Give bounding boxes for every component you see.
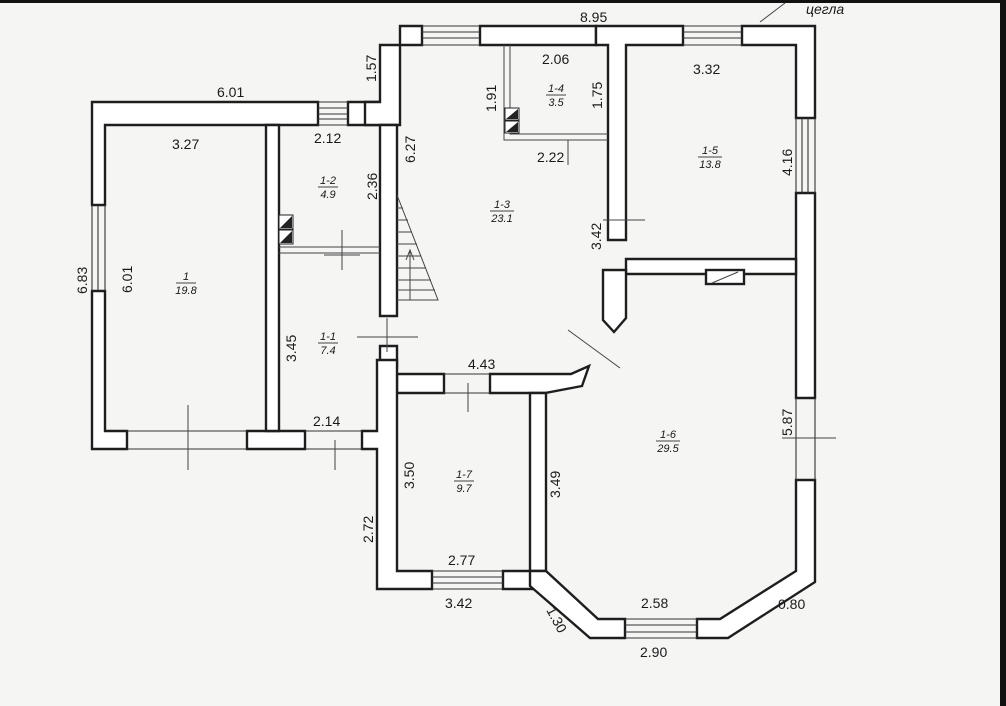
svg-text:13.8: 13.8 [699,159,721,171]
wall-bay-right [695,478,817,640]
svg-text:1-4: 1-4 [548,83,564,95]
wall-top-17 [395,372,446,395]
dim-bay-side: 0.80 [778,596,805,612]
dim-overall-top: 8.95 [580,9,607,25]
svg-text:1-2: 1-2 [320,175,336,187]
dim-room16-outer: 5.87 [779,409,795,436]
wall-top-13-14 [478,24,598,47]
dim-partition-13-16: 3.42 [588,223,604,250]
dim-room17-outer: 3.42 [445,595,472,611]
svg-text:1-1: 1-1 [320,331,336,343]
room-1-4-label: 1-4 3.5 [546,83,566,109]
right-border [1000,0,1006,706]
svg-text:1-5: 1-5 [702,145,719,157]
dim-room16-inner: 3.49 [547,471,563,498]
room-labels: 1 19.8 1-1 7.4 1-2 4.9 1-3 23.1 1-4 [175,83,722,495]
dim-room15-length: 4.16 [779,149,795,176]
svg-text:23.1: 23.1 [490,213,512,225]
walls [90,24,817,640]
room-1-1-label: 1-1 7.4 [318,331,338,357]
wall-left-top [90,100,320,207]
dim-room17-length: 3.50 [401,462,417,489]
dim-room14-width: 2.06 [542,51,569,67]
dim-left-block-outer-side: 6.83 [74,267,90,294]
window-room1-left [91,205,106,291]
window-room1-bottom [127,430,247,450]
svg-text:9.7: 9.7 [456,483,472,495]
wall-bay-left [528,569,627,640]
room-1-5-label: 1-5 13.8 [698,145,722,171]
svg-text:1-6: 1-6 [660,429,677,441]
dim-room1-length: 6.01 [119,266,135,293]
dim-room1-width: 3.27 [172,136,199,152]
window-room12-top [318,101,348,126]
room-1-6-label: 1-6 29.5 [656,429,680,455]
dimension-labels: 8.95 6.01 3.27 2.12 2.06 3.32 2.22 4.43 … [74,1,844,660]
dim-room14-right: 1.75 [589,82,605,109]
wall-angled-corridor [488,363,592,395]
svg-text:3.5: 3.5 [548,97,564,109]
svg-text:29.5: 29.5 [656,443,679,455]
stairs-outline [396,194,439,301]
dim-room12-length: 2.36 [364,173,380,200]
vent-ducts-14 [504,107,520,134]
window-room15-top [683,25,742,46]
dim-corridor-width: 4.43 [468,356,495,372]
door-marks [187,2,836,470]
window-room16-right [795,398,816,480]
dim-room11-width: 2.14 [313,413,340,429]
vent-ducts-12 [278,214,294,245]
windows [91,25,816,639]
dim-step-wall: 1.57 [363,55,379,82]
room-1-2-label: 1-2 4.9 [318,175,338,201]
window-bay-bottom [625,618,697,639]
window-room13-top [422,25,480,46]
door-room11-bottom [305,430,362,450]
dim-left-block-top: 6.01 [217,84,244,100]
opening-corridor [444,373,490,394]
room-1-7-label: 1-7 9.7 [454,469,474,495]
interior-details [187,2,836,470]
svg-text:1-3: 1-3 [494,199,511,211]
dim-room12-width: 2.12 [314,130,341,146]
wall-partition-12-13 [378,123,399,318]
top-border [0,0,1006,3]
wall-left-bottom-right [245,429,307,451]
wall-partition-13-16 [601,268,628,334]
svg-text:1: 1 [183,271,189,283]
svg-text:7.4: 7.4 [320,345,335,357]
window-room17-bottom [432,570,503,590]
wall-partition-1-12 [264,123,281,433]
wall-top-15-right [740,24,817,120]
wall-top-15-left [594,24,685,242]
svg-text:19.8: 19.8 [175,285,197,297]
svg-text:1-7: 1-7 [456,469,473,481]
dim-room17-width: 2.77 [448,552,475,568]
wall-right-15-lower [794,191,817,400]
material-note: цегла [806,1,844,17]
chimney-diagonal [711,271,739,284]
dim-bay-outer: 2.90 [640,644,667,660]
room-1-label: 1 19.8 [175,271,197,297]
svg-text:4.9: 4.9 [320,189,335,201]
dim-room17-ext: 2.72 [360,516,376,543]
dim-room14-left: 1.91 [483,85,499,112]
dim-bay-inner: 2.58 [641,595,668,611]
room-1-3-label: 1-3 23.1 [490,199,514,225]
stairs-treads [397,207,435,300]
window-room15-right [795,118,816,193]
wall-left-17 [360,358,434,591]
wall-left-outer-lower [90,289,129,451]
dim-room15-width: 3.32 [693,61,720,77]
dim-room14-bottom: 2.22 [537,149,564,165]
wall-partition-17-16 [528,391,548,573]
partition-14 [503,45,608,141]
dim-room13-length: 6.27 [402,136,418,163]
dim-room11-length: 3.45 [283,335,299,362]
